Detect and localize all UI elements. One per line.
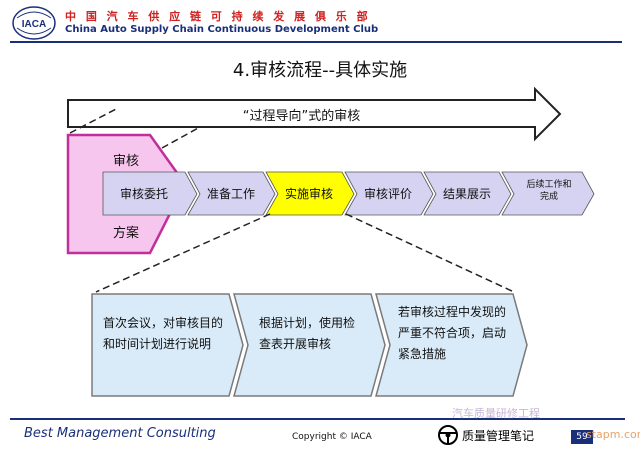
watermark-text: 汽车质量研修工程: [452, 407, 540, 420]
left-block-bottom-label: 方案: [112, 226, 139, 241]
step-label-1: 审核委托: [119, 187, 168, 201]
header-title-cn: 中 国 汽 车 供 应 链 可 持 续 发 展 俱 乐 部: [65, 10, 371, 23]
step-label-2: 准备工作: [206, 187, 255, 201]
svg-text:IACA: IACA: [22, 19, 46, 30]
iaca-logo: IACA: [12, 6, 56, 40]
step-label-6: 后续工作和 完成: [526, 180, 572, 202]
page-number: 59: [571, 430, 593, 444]
step-label-5: 结果展示: [442, 187, 491, 201]
detail-box-1: [91, 293, 244, 397]
left-block-top-label: 审核: [112, 154, 139, 169]
detail-box-2: [233, 293, 386, 397]
step-6: [501, 171, 595, 216]
step-1: [102, 171, 198, 216]
slide-title: 4.审核流程--具体实施: [232, 60, 408, 81]
step-3: [265, 171, 355, 216]
banner-arrow: [67, 86, 562, 142]
watermark-site: stapm.com: [586, 428, 640, 441]
detail-text-3: 若审核过程中发现的严重不符合项，启动紧急措施: [398, 305, 507, 361]
footer-copyright: Copyright © IACA: [292, 432, 372, 442]
steering-wheel-icon: [438, 425, 458, 445]
header-title-en: China Auto Supply Chain Continuous Devel…: [65, 24, 379, 35]
step-label-3: 实施审核: [284, 187, 333, 201]
detail-text-1: 首次会议，对审核目的和时间计划进行说明: [103, 316, 224, 351]
detail-text-2: 根据计划，使用检查表开展审核: [259, 316, 356, 351]
step-5: [423, 171, 512, 216]
step-4: [344, 171, 434, 216]
step-2: [187, 171, 276, 216]
footer-company: Best Management Consulting: [24, 426, 216, 441]
detail-box-3: [375, 293, 528, 397]
brand-label: 质量管理笔记: [462, 429, 535, 443]
banner-label: “过程导向”式的审核: [242, 109, 361, 124]
header-divider: [10, 41, 622, 43]
step-label-4: 审核评价: [363, 187, 412, 201]
